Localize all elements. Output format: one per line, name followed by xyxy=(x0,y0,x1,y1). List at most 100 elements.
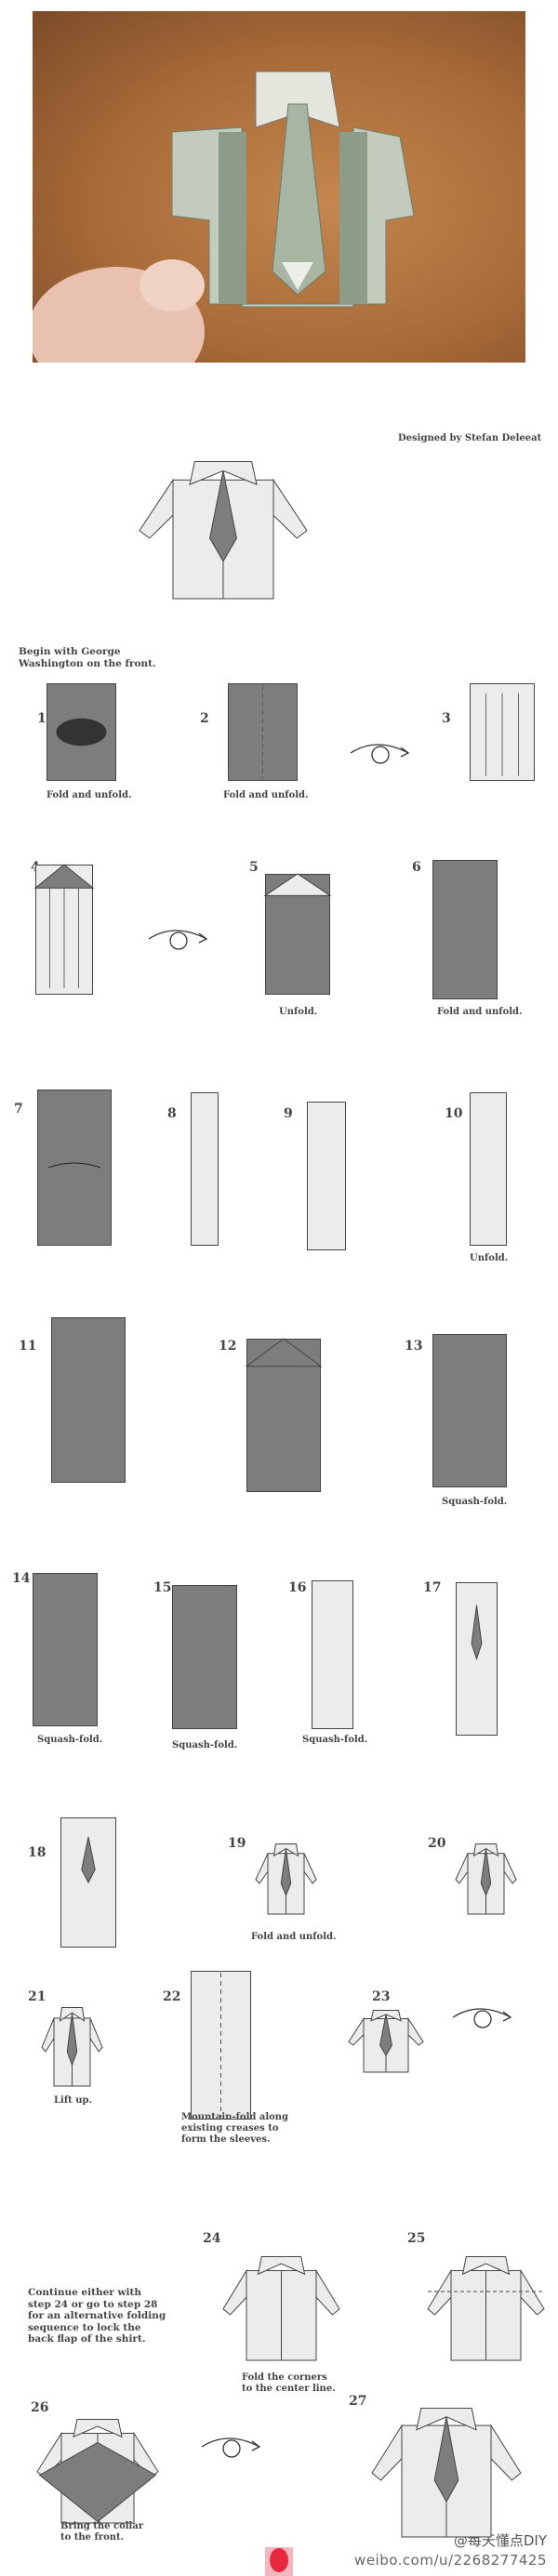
step-number: 16 xyxy=(288,1580,307,1595)
right-sleeve xyxy=(315,2268,340,2316)
collar xyxy=(257,2256,306,2276)
step-diagram xyxy=(432,860,498,999)
folded-corner xyxy=(245,1338,323,1367)
collar-flap xyxy=(38,2441,157,2523)
step-number: 20 xyxy=(428,1836,446,1851)
right-sleeve xyxy=(303,1853,317,1884)
step-diagram xyxy=(255,1843,317,1915)
folded-corner xyxy=(263,873,332,896)
step-diagram xyxy=(348,2010,424,2073)
step-caption: Squash-fold. xyxy=(37,1735,103,1745)
step-number: 23 xyxy=(372,1989,391,2004)
right-sleeve xyxy=(407,2016,424,2046)
step-diagram xyxy=(228,683,298,781)
step-number: 24 xyxy=(203,2231,221,2246)
right-sleeve xyxy=(89,2017,103,2053)
money-shirt-photo xyxy=(33,11,525,363)
paper-strip xyxy=(312,1580,353,1729)
collar xyxy=(370,2010,402,2022)
tie xyxy=(66,2013,78,2067)
step-diagram xyxy=(41,2007,103,2087)
step-diagram xyxy=(37,1090,112,1246)
watermark-url: weibo.com/u/2268277425 xyxy=(354,2552,547,2569)
turn-arrow-path xyxy=(350,744,409,754)
tie xyxy=(280,1848,292,1897)
arrow-head xyxy=(400,746,410,758)
paper-strip xyxy=(228,683,298,781)
dollar-shirt-image xyxy=(33,71,415,363)
step-diagram xyxy=(432,1334,507,1487)
step-number: 26 xyxy=(31,2400,49,2415)
step-number: 11 xyxy=(19,1339,37,1354)
collar xyxy=(189,461,258,486)
step-diagram xyxy=(33,864,95,995)
intro-text: Begin with George Washington on the fron… xyxy=(19,646,156,669)
step-number: 18 xyxy=(28,1845,46,1860)
step-diagram xyxy=(51,1317,126,1483)
right-sleeve xyxy=(490,2424,522,2481)
step-diagram xyxy=(312,1580,353,1729)
collar xyxy=(472,1843,499,1857)
step-diagram xyxy=(191,1092,219,1246)
paper-strip xyxy=(51,1317,126,1483)
left-sleeve xyxy=(348,2016,365,2046)
step-caption: Fold and unfold. xyxy=(251,1932,337,1942)
step-number: 21 xyxy=(28,1989,46,2004)
collar xyxy=(416,2408,477,2431)
step-caption: Bring the collar to the front. xyxy=(60,2521,144,2543)
step-caption: Unfold. xyxy=(279,1007,318,1017)
turn-arrow-path xyxy=(201,2437,260,2448)
step-diagram xyxy=(60,1817,116,1948)
step-caption: Squash-fold. xyxy=(302,1735,368,1745)
right-sleeve xyxy=(272,478,308,539)
paper-strip xyxy=(172,1585,237,1729)
step-diagram xyxy=(191,1971,251,2120)
step-diagram xyxy=(36,2419,159,2524)
left-sleeve xyxy=(455,1853,469,1884)
paper-strip xyxy=(191,1092,219,1246)
continue-note: Continue either with step 24 or go to st… xyxy=(28,2287,166,2345)
fold-arrow xyxy=(47,1162,101,1169)
collar xyxy=(272,1843,299,1857)
step-number: 22 xyxy=(163,1989,181,2004)
turn-over-icon xyxy=(452,2008,512,2028)
collar xyxy=(461,2256,511,2276)
step-diagram xyxy=(245,1338,323,1492)
turn-over-icon xyxy=(148,930,208,950)
turn-circle xyxy=(169,931,188,950)
step-diagram xyxy=(470,1092,507,1246)
right-sleeve xyxy=(503,1853,517,1884)
step-number: 19 xyxy=(228,1836,246,1851)
finished-shirt-diagram xyxy=(139,461,308,600)
step-diagram xyxy=(427,2256,545,2361)
tie xyxy=(480,1848,492,1897)
turn-arrow-path xyxy=(452,2008,512,2018)
step-number: 9 xyxy=(284,1106,293,1121)
step-number: 1 xyxy=(37,711,46,726)
arrow-head xyxy=(198,932,208,944)
left-sleeve xyxy=(255,1853,269,1884)
step-number: 10 xyxy=(445,1106,463,1121)
step-caption: Fold and unfold. xyxy=(437,1007,523,1017)
turn-circle xyxy=(473,2010,492,2028)
step-caption: Squash-fold. xyxy=(172,1740,238,1750)
step-number: 17 xyxy=(423,1580,442,1595)
step-diagram xyxy=(46,683,116,781)
paper-strip xyxy=(33,1573,98,1726)
tie xyxy=(209,470,237,562)
arrow-head xyxy=(251,2440,261,2451)
step-number: 25 xyxy=(407,2231,426,2246)
turn-over-icon xyxy=(350,744,410,764)
step-caption: Fold and unfold. xyxy=(46,790,132,800)
step-caption: Lift up. xyxy=(54,2095,92,2106)
step-diagram xyxy=(222,2256,340,2361)
tie xyxy=(433,2416,459,2503)
step-diagram xyxy=(455,1843,517,1915)
left-sleeve xyxy=(427,2268,452,2316)
paper-strip xyxy=(470,1092,507,1246)
turn-over-icon xyxy=(201,2437,261,2458)
step-number: 2 xyxy=(200,711,209,726)
left-sleeve xyxy=(41,2017,55,2053)
step-number: 13 xyxy=(405,1339,423,1354)
